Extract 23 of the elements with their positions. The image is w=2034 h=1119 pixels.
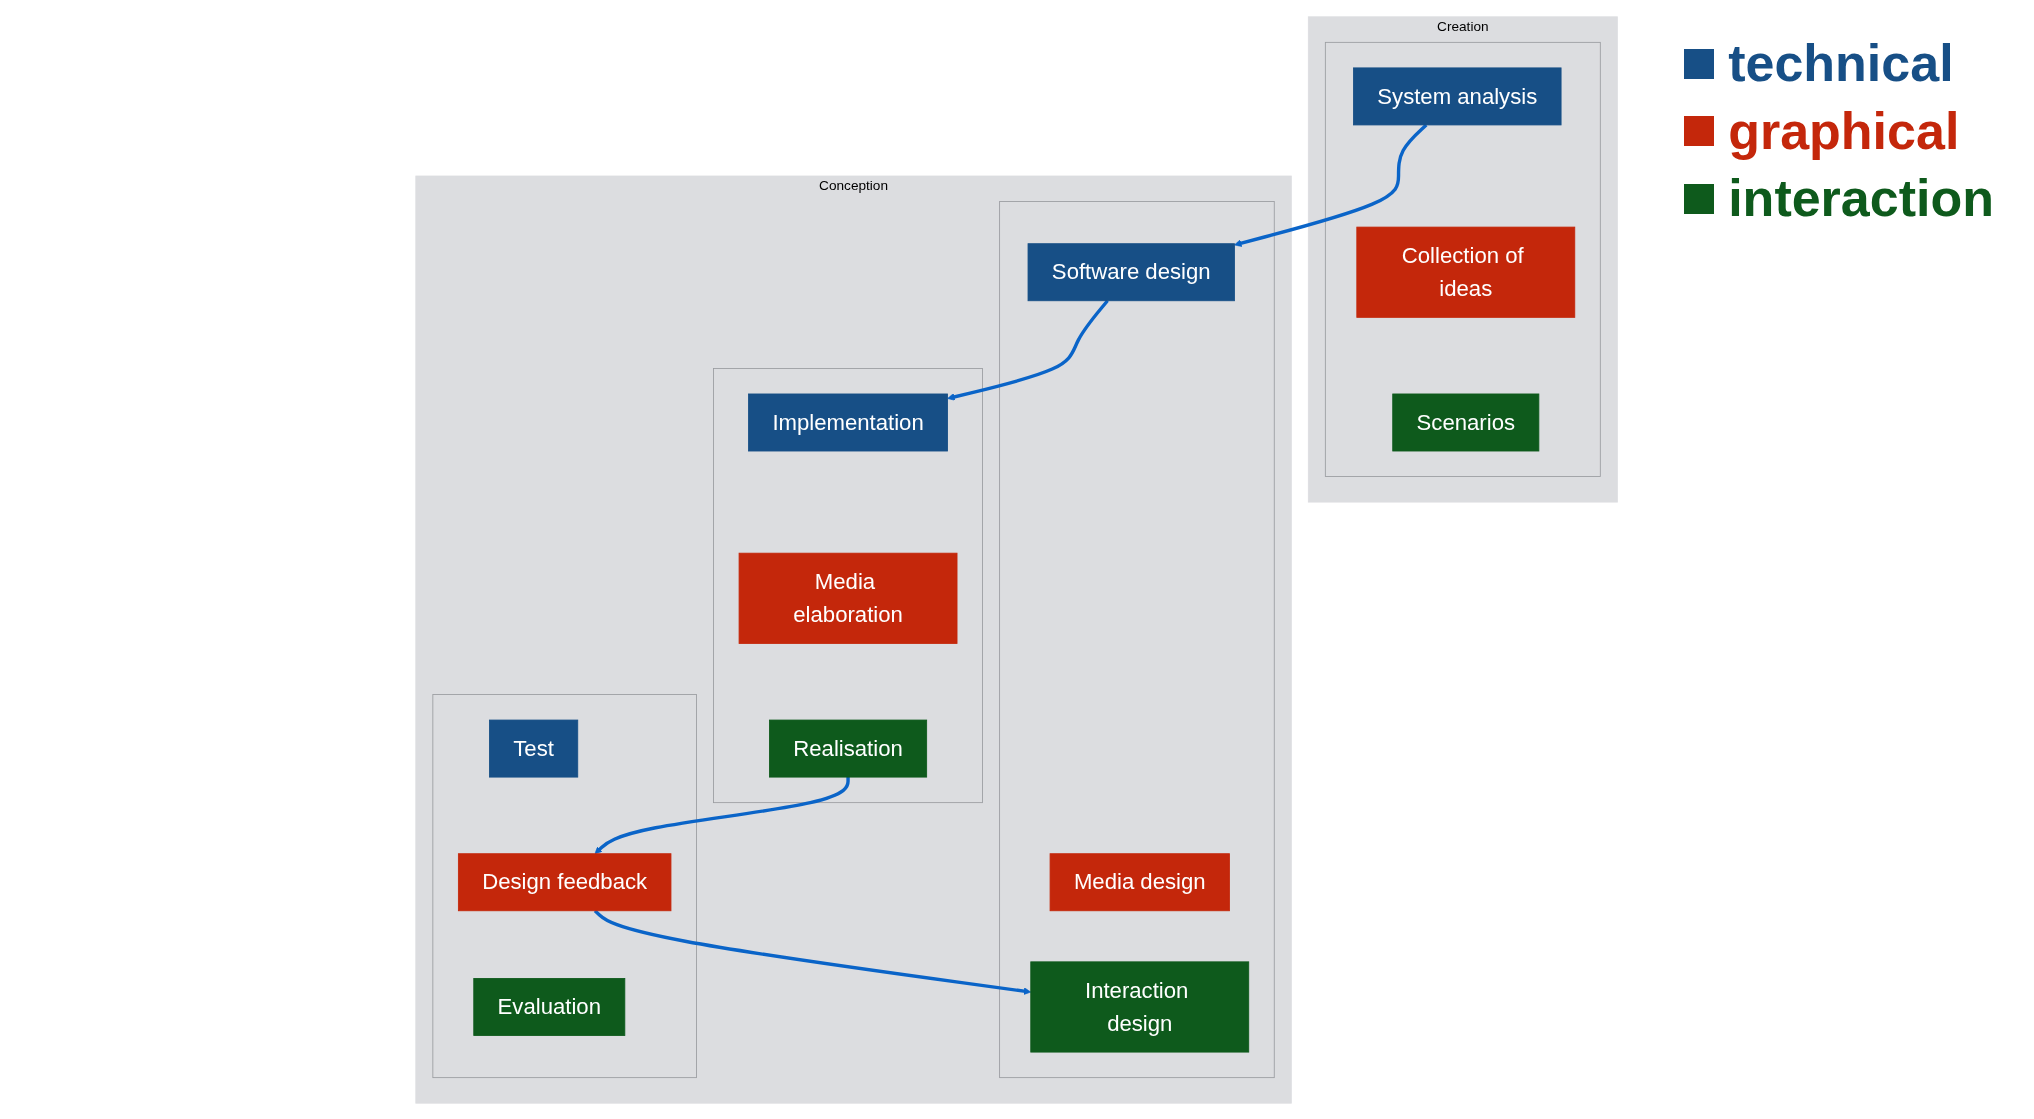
node-box: System analysis xyxy=(1353,66,1562,125)
node-box: Media elaboration xyxy=(739,552,958,644)
legend-text: interaction xyxy=(1728,168,1994,230)
cluster xyxy=(1325,41,1602,477)
arrow xyxy=(947,299,1110,401)
node-box: Collection of ideas xyxy=(1356,226,1576,318)
legend-text: technical xyxy=(1728,33,1954,94)
cluster xyxy=(999,200,1276,1078)
node-box: Scenarios xyxy=(1392,393,1540,451)
arrow xyxy=(595,776,851,854)
node-box: Evaluation xyxy=(473,977,626,1036)
node-box: Realisation xyxy=(769,719,928,777)
node-box: Implementation xyxy=(748,393,949,451)
node-box: Interaction design xyxy=(1030,960,1250,1052)
arrow xyxy=(1234,123,1428,247)
cluster xyxy=(432,693,698,1078)
node-box: Software design xyxy=(1028,242,1236,301)
node-box: Test xyxy=(489,719,579,777)
node-box: Media design xyxy=(1050,852,1231,911)
arrow xyxy=(594,909,1032,995)
cluster xyxy=(713,367,984,803)
legend-text: graphical xyxy=(1728,100,1960,162)
node-box: Design feedback xyxy=(458,852,672,911)
